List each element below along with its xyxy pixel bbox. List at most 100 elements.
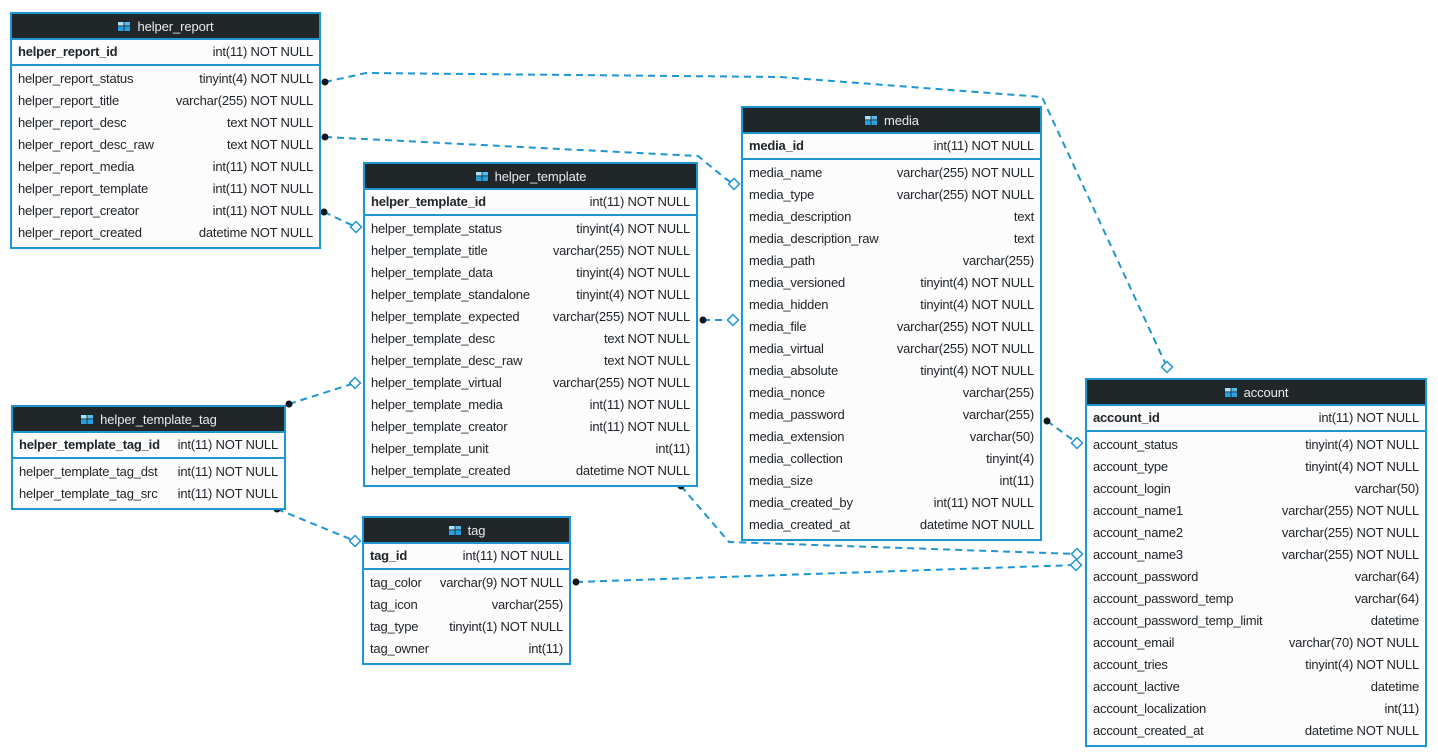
- relationship-helper_template_tag-to-helper_template[interactable]: [285, 376, 362, 408]
- column-name: media_type: [749, 187, 815, 202]
- column-name: account_email: [1093, 635, 1175, 650]
- column-type: varchar(255) NOT NULL: [1281, 547, 1419, 562]
- column-type: int(11) NOT NULL: [212, 203, 314, 218]
- table-title: helper_template: [494, 168, 587, 184]
- column-name: helper_template_unit: [371, 441, 489, 456]
- column-name: helper_template_tag_src: [19, 486, 158, 501]
- relationship-target-diamond: [726, 313, 740, 327]
- table-icon: [1223, 386, 1238, 398]
- column-name: media_hidden: [749, 297, 829, 312]
- table-header[interactable]: media: [743, 108, 1040, 134]
- column-name: helper_report_media: [18, 159, 135, 174]
- column-row: helper_template_tag_src int(11) NOT NULL: [13, 483, 284, 505]
- column-name: helper_report_id: [18, 44, 118, 59]
- column-type: int(11) NOT NULL: [177, 486, 279, 501]
- table-header[interactable]: helper_template: [365, 164, 696, 190]
- column-type: varchar(255) NOT NULL: [552, 375, 690, 390]
- relationship-target-diamond: [348, 534, 362, 548]
- relationship-line[interactable]: [276, 508, 356, 542]
- relationship-line[interactable]: [323, 211, 357, 228]
- column-type: varchar(255) NOT NULL: [175, 93, 313, 108]
- db-table-helper_report[interactable]: helper_report helper_report_id int(11) NOT…: [10, 12, 321, 249]
- table-icon: [864, 114, 879, 126]
- column-name: account_localization: [1093, 701, 1207, 716]
- relationship-helper_report-to-media[interactable]: [321, 133, 741, 191]
- table-icon: [80, 413, 95, 425]
- column-name: helper_report_template: [18, 181, 149, 196]
- relationship-line[interactable]: [1046, 420, 1078, 444]
- column-type: int(11): [999, 473, 1035, 488]
- column-name: tag_color: [370, 575, 422, 590]
- relationship-media-to-account[interactable]: [1043, 417, 1084, 450]
- table-header[interactable]: tag: [364, 518, 569, 544]
- column-type: int(11) NOT NULL: [933, 138, 1035, 153]
- column-type: tinyint(4) NOT NULL: [1305, 437, 1419, 452]
- column-type: tinyint(4) NOT NULL: [576, 287, 690, 302]
- column-name: helper_template_expected: [371, 309, 520, 324]
- column-row: tag_owner int(11): [364, 638, 569, 660]
- column-name: account_name2: [1093, 525, 1183, 540]
- relationship-line[interactable]: [324, 71, 1168, 368]
- column-type: int(11) NOT NULL: [212, 44, 314, 59]
- relationship-helper_report-to-account[interactable]: [321, 71, 1174, 374]
- column-type: varchar(255) NOT NULL: [896, 319, 1034, 334]
- relationship-helper_template-to-media[interactable]: [699, 313, 740, 327]
- column-name: helper_report_title: [18, 93, 119, 108]
- relationship-target-diamond: [727, 177, 741, 191]
- relationship-helper_report-to-helper_template[interactable]: [320, 208, 363, 234]
- column-type: text NOT NULL: [226, 137, 313, 152]
- column-name: helper_template_id: [371, 194, 486, 209]
- column-name: tag_owner: [370, 641, 429, 656]
- table-title: helper_report: [137, 18, 214, 34]
- column-type: int(11) NOT NULL: [1318, 410, 1420, 425]
- table-header[interactable]: helper_template_tag: [13, 407, 284, 433]
- column-type: tinyint(4) NOT NULL: [576, 265, 690, 280]
- relationship-helper_template-to-account[interactable]: [677, 482, 1084, 561]
- relationship-tag-to-account[interactable]: [572, 558, 1083, 586]
- relationship-source-dot: [699, 316, 707, 324]
- column-type: varchar(64): [1354, 591, 1419, 606]
- relationship-source-dot: [321, 133, 329, 141]
- column-type: int(11): [528, 641, 564, 656]
- column-type: tinyint(4) NOT NULL: [576, 221, 690, 236]
- relationship-line[interactable]: [680, 485, 1078, 555]
- column-name: helper_template_desc_raw: [371, 353, 523, 368]
- column-name: helper_template_tag_id: [19, 437, 160, 452]
- relationship-source-dot: [285, 400, 293, 408]
- column-name: helper_template_desc: [371, 331, 495, 346]
- table-header[interactable]: account: [1087, 380, 1425, 406]
- table-header[interactable]: helper_report: [12, 14, 319, 40]
- relationship-source-dot: [320, 208, 328, 216]
- column-type: int(11) NOT NULL: [212, 181, 314, 196]
- column-type: text NOT NULL: [226, 115, 313, 130]
